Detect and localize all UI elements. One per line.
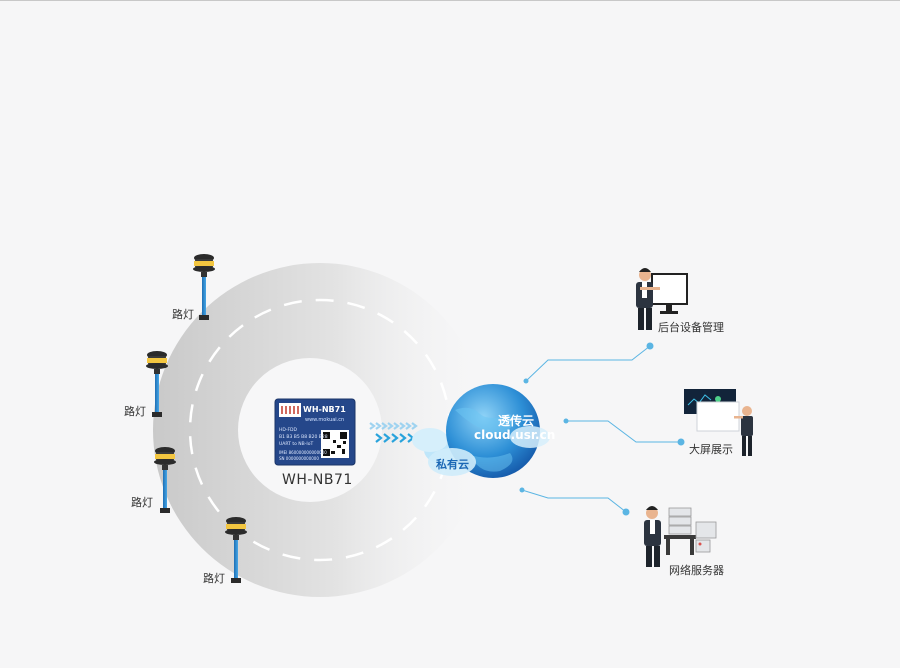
chip-url: www.mokuai.cn <box>305 417 345 423</box>
private-cloud-label: 私有云 <box>436 458 469 471</box>
cloud-url-label: cloud.usr.cn <box>474 428 556 442</box>
chip-line-4: IMEI 860000000000000 <box>279 450 327 455</box>
chip-line-2: B1 B3 B5 B8 B20 B28 <box>279 435 328 440</box>
connection-lines <box>521 345 681 513</box>
connection-dots <box>519 342 685 516</box>
backend-management-label: 后台设备管理 <box>658 321 724 334</box>
chip-line-1: HD-FDD <box>279 428 297 433</box>
cloud-globe <box>412 384 550 478</box>
top-border <box>0 0 900 1</box>
web-server-icon <box>644 506 717 567</box>
backend-management-icon <box>636 268 688 330</box>
module-name: WH-NB71 <box>282 472 353 488</box>
chip-line-5: SN 0000000000000 <box>279 456 319 461</box>
transparent-cloud-label: 透传云 <box>498 414 535 428</box>
big-screen-icon <box>684 389 753 456</box>
streetlight-label-2: 路灯 <box>124 405 146 418</box>
chip-line-3: UART to NB-IoT <box>279 442 314 447</box>
data-flow-arrows <box>369 422 423 443</box>
streetlight-label-1: 路灯 <box>172 308 194 321</box>
chip-brand: WH-NB71 <box>303 405 346 414</box>
streetlight-label-3: 路灯 <box>131 496 153 509</box>
big-screen-label: 大屏展示 <box>689 443 733 456</box>
nb-module-chip <box>274 398 356 466</box>
streetlight-label-4: 路灯 <box>203 572 225 585</box>
web-server-label: 网络服务器 <box>669 564 724 577</box>
